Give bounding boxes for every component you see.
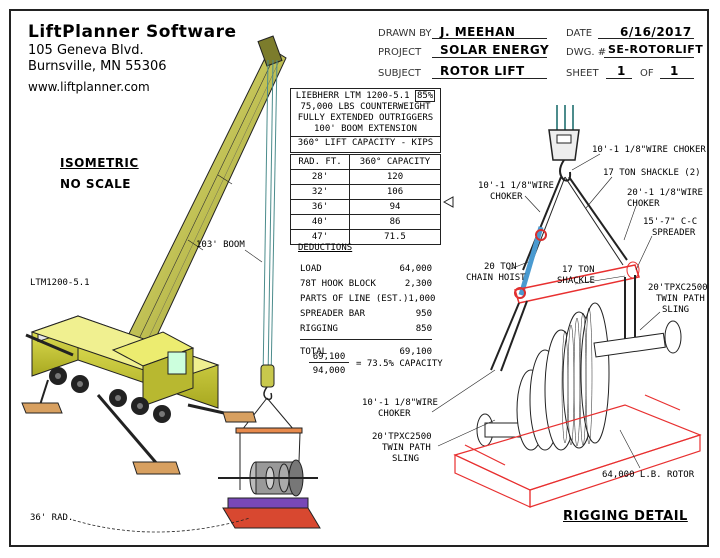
fraction-denominator: 94,000 xyxy=(312,366,346,376)
isometric-label: ISOMETRIC xyxy=(60,156,139,170)
wire-choker-right-note-2: CHOKER xyxy=(627,199,660,209)
wire-choker-top-note: 10'-1 1/8"WIRE CHOKER xyxy=(592,145,706,155)
config-line3: FULLY EXTENDED OUTRIGGERS xyxy=(297,113,434,123)
deduction-value: 64,000 xyxy=(399,264,432,274)
capacity-result: = 73.5% CAPACITY xyxy=(356,359,443,369)
chain-hoist-note-1: 20 TON xyxy=(484,262,517,272)
sling-left-note-3: SLING xyxy=(392,454,420,464)
deduction-label: LOAD xyxy=(300,264,322,274)
spreader-note-1: 15'-7" C-C xyxy=(643,217,698,227)
choker-bottom-note-2: CHOKER xyxy=(378,409,411,419)
company-address-line1: 105 Geneva Blvd. xyxy=(28,43,144,58)
boom-length-note: 103' BOOM xyxy=(196,240,245,250)
capacity-table-header: RAD. FT. 360° CAPACITY xyxy=(290,154,441,170)
list-item: PARTS OF LINE (EST.)1,000 xyxy=(300,294,436,309)
fraction-numerator: 69,100 xyxy=(309,352,349,363)
deduction-label: RIGGING xyxy=(300,324,338,334)
radius-note: 36' RAD. xyxy=(30,513,74,523)
deduction-label: SPREADER BAR xyxy=(300,309,366,319)
deduction-value: 950 xyxy=(415,309,432,319)
wire-choker-right-note-1: 20'-1 1/8"WIRE xyxy=(627,188,703,198)
selected-row-pointer-icon xyxy=(443,196,454,208)
rigging-detail-drawing xyxy=(453,105,702,508)
sling-right-note-1: 20'TPXC2500 xyxy=(648,283,708,293)
list-item: LOAD 64,000 xyxy=(300,264,432,279)
wire-choker-left-note-1: 10'-1 1/8"WIRE xyxy=(478,181,554,191)
config-line2: 75,000 LBS COUNTERWEIGHT xyxy=(300,102,431,112)
wire-choker-left-note-2: CHOKER xyxy=(490,192,523,202)
drawing-border xyxy=(9,9,709,547)
sling-right-note-2: TWIN PATH xyxy=(656,294,705,304)
dwg-value: SE-ROTORLIFT xyxy=(608,43,704,56)
company-name: LiftPlanner Software xyxy=(28,22,237,42)
table-cell: 71.5 xyxy=(349,229,441,245)
deduction-label: 78T HOOK BLOCK xyxy=(300,279,376,289)
sling-left-note-1: 20'TPXC2500 xyxy=(372,432,432,442)
config-line1: LIEBHERR LTM 1200-5.1 xyxy=(295,91,410,101)
sling-right-note-3: SLING xyxy=(662,305,690,315)
total-value: 69,100 xyxy=(399,347,432,357)
deduction-label: PARTS OF LINE (EST.) xyxy=(300,294,409,304)
company-address-line2: Burnsville, MN 55306 xyxy=(28,59,167,74)
sheet-value: 1 xyxy=(617,64,626,78)
dwg-label: DWG. # xyxy=(566,47,607,58)
list-item: RIGGING 850 xyxy=(300,324,432,340)
date-label: DATE xyxy=(566,28,593,39)
table-row: 28'120 xyxy=(290,169,441,185)
deductions-list: LOAD 64,000 78T HOOK BLOCK 2,300 PARTS OF … xyxy=(300,264,436,362)
config-line4: 100' BOOM EXTENSION xyxy=(314,124,417,134)
capacity-table-title: 360° LIFT CAPACITY - KIPS xyxy=(297,138,434,148)
of-label: OF xyxy=(640,68,654,79)
company-website[interactable]: www.liftplanner.com xyxy=(28,80,150,94)
rigging-detail-label: RIGGING DETAIL xyxy=(563,509,688,524)
rotor-weight-note: 64,000 L.B. ROTOR xyxy=(602,470,695,480)
list-item: 78T HOOK BLOCK 2,300 xyxy=(300,279,432,294)
drawn-by-label: DRAWN BY xyxy=(378,28,432,39)
table-row: 47'71.5 xyxy=(290,229,441,245)
deductions-title: DEDUCTIONS xyxy=(298,243,353,253)
crane-config-box: LIEBHERR LTM 1200-5.1 85% 75,000 LBS COU… xyxy=(290,88,441,137)
shackle-top-note: 17 TON SHACKLE (2) xyxy=(603,168,701,178)
no-scale-label: NO SCALE xyxy=(60,177,132,191)
capacity-table-title-box: 360° LIFT CAPACITY - KIPS xyxy=(290,135,441,153)
total-label: TOTAL xyxy=(300,347,328,357)
subject-label: SUBJECT xyxy=(378,68,421,79)
chain-hoist-note-2: CHAIN HOIST xyxy=(466,273,526,283)
capacity-table: RAD. FT. 360° CAPACITY 28'120 32'106 36'… xyxy=(290,154,441,245)
deduction-value: 850 xyxy=(415,324,432,334)
spreader-note-2: SPREADER xyxy=(652,228,696,238)
sheet-label: SHEET xyxy=(566,68,599,79)
subject-value: ROTOR LIFT xyxy=(440,64,525,78)
config-percent: 85% xyxy=(414,90,436,102)
deduction-value: 2,300 xyxy=(404,279,432,289)
crane-model-note: LTM1200-5.1 xyxy=(30,278,90,288)
of-value: 1 xyxy=(670,64,679,78)
shackle-mid-note-2: SHACKLE xyxy=(557,276,595,286)
drawn-by-value: J. MEEHAN xyxy=(440,25,516,39)
project-value: SOLAR ENERGY xyxy=(440,43,550,57)
sling-left-note-2: TWIN PATH xyxy=(382,443,431,453)
table-row: 36'94 xyxy=(290,199,441,215)
project-label: PROJECT xyxy=(378,47,422,58)
shackle-mid-note-1: 17 TON xyxy=(562,265,595,275)
table-cell: 47' xyxy=(290,229,350,245)
choker-bottom-note-1: 10'-1 1/8"WIRE xyxy=(362,398,438,408)
crane-isometric-drawing xyxy=(21,35,321,533)
deduction-value: 1,000 xyxy=(408,294,436,304)
date-value: 6/16/2017 xyxy=(620,25,692,39)
list-item: SPREADER BAR 950 xyxy=(300,309,432,324)
